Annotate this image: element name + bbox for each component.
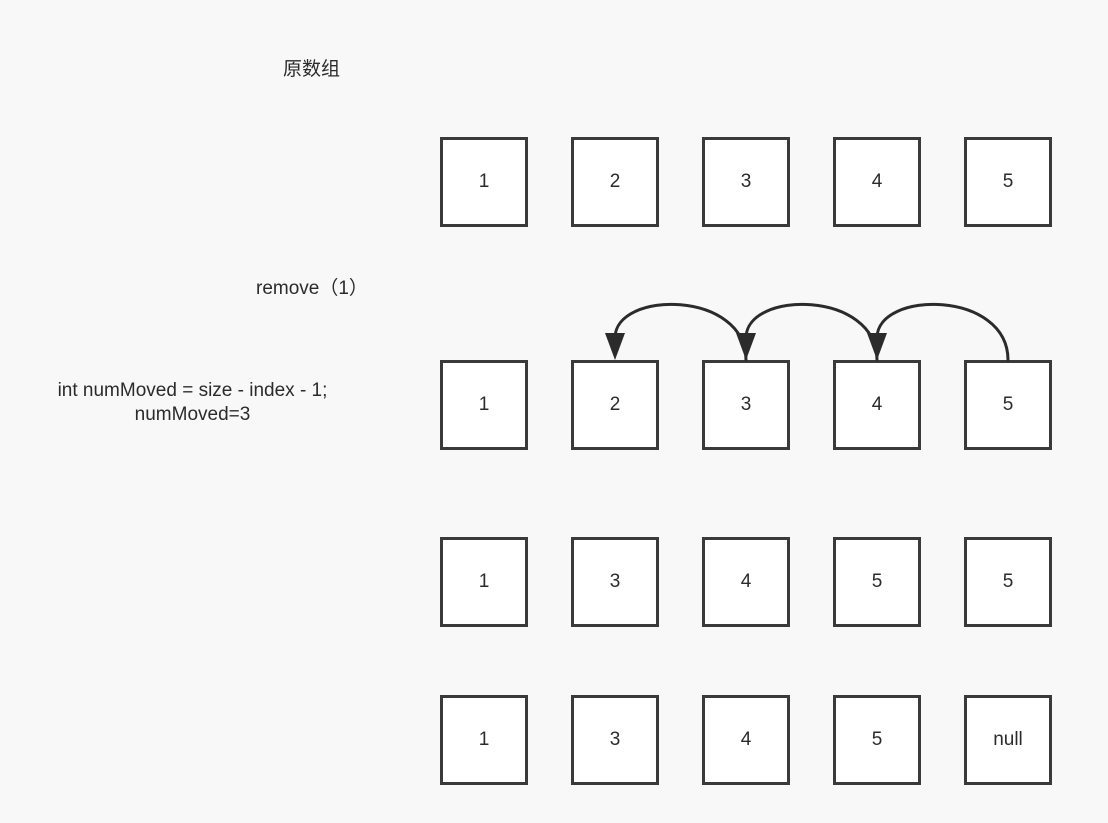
cell-gap [528, 695, 571, 785]
cell-gap [659, 695, 702, 785]
array-cell: 5 [964, 137, 1052, 227]
array-cell: 1 [440, 695, 528, 785]
original-array-label: 原数组 [283, 59, 341, 80]
array-cell: 3 [702, 360, 790, 450]
num-moved-code-line-1: int numMoved = size - index - 1; [57, 380, 328, 401]
num-moved-code-line-2: numMoved=3 [134, 404, 251, 425]
array-cell: 5 [833, 537, 921, 627]
shift-arrow-3-to-2 [605, 302, 748, 362]
array-cell: 4 [702, 537, 790, 627]
cell-gap [528, 537, 571, 627]
array-cell: 3 [702, 137, 790, 227]
cell-gap [790, 695, 833, 785]
array-cell: null [964, 695, 1052, 785]
cell-gap [790, 537, 833, 627]
array-cell: 2 [571, 360, 659, 450]
array-cell: 5 [964, 360, 1052, 450]
cell-gap [790, 360, 833, 450]
arrow-head-icon [736, 333, 756, 360]
array-cell: 1 [440, 360, 528, 450]
array-cell: 3 [571, 695, 659, 785]
array-cell: 4 [833, 360, 921, 450]
shift-arrow-4-to-3 [736, 302, 879, 362]
cell-gap [659, 537, 702, 627]
cell-gap [659, 360, 702, 450]
array-cell: 3 [571, 537, 659, 627]
cell-gap [921, 537, 964, 627]
array-cell: 1 [440, 137, 528, 227]
array-cell: 5 [833, 695, 921, 785]
shift-arrow-5-to-4 [867, 302, 1010, 362]
array-cell: 5 [964, 537, 1052, 627]
array-cell: 1 [440, 537, 528, 627]
arrow-head-icon [867, 333, 887, 360]
remove-operation-label: remove（1） [256, 278, 368, 299]
array-cell: 4 [702, 695, 790, 785]
array-cell: 4 [833, 137, 921, 227]
cell-gap [528, 137, 571, 227]
cell-gap [921, 360, 964, 450]
arrow-head-icon [605, 333, 625, 360]
cell-gap [921, 137, 964, 227]
cell-gap [790, 137, 833, 227]
cell-gap [921, 695, 964, 785]
array-cell: 2 [571, 137, 659, 227]
cell-gap [659, 137, 702, 227]
cell-gap [528, 360, 571, 450]
